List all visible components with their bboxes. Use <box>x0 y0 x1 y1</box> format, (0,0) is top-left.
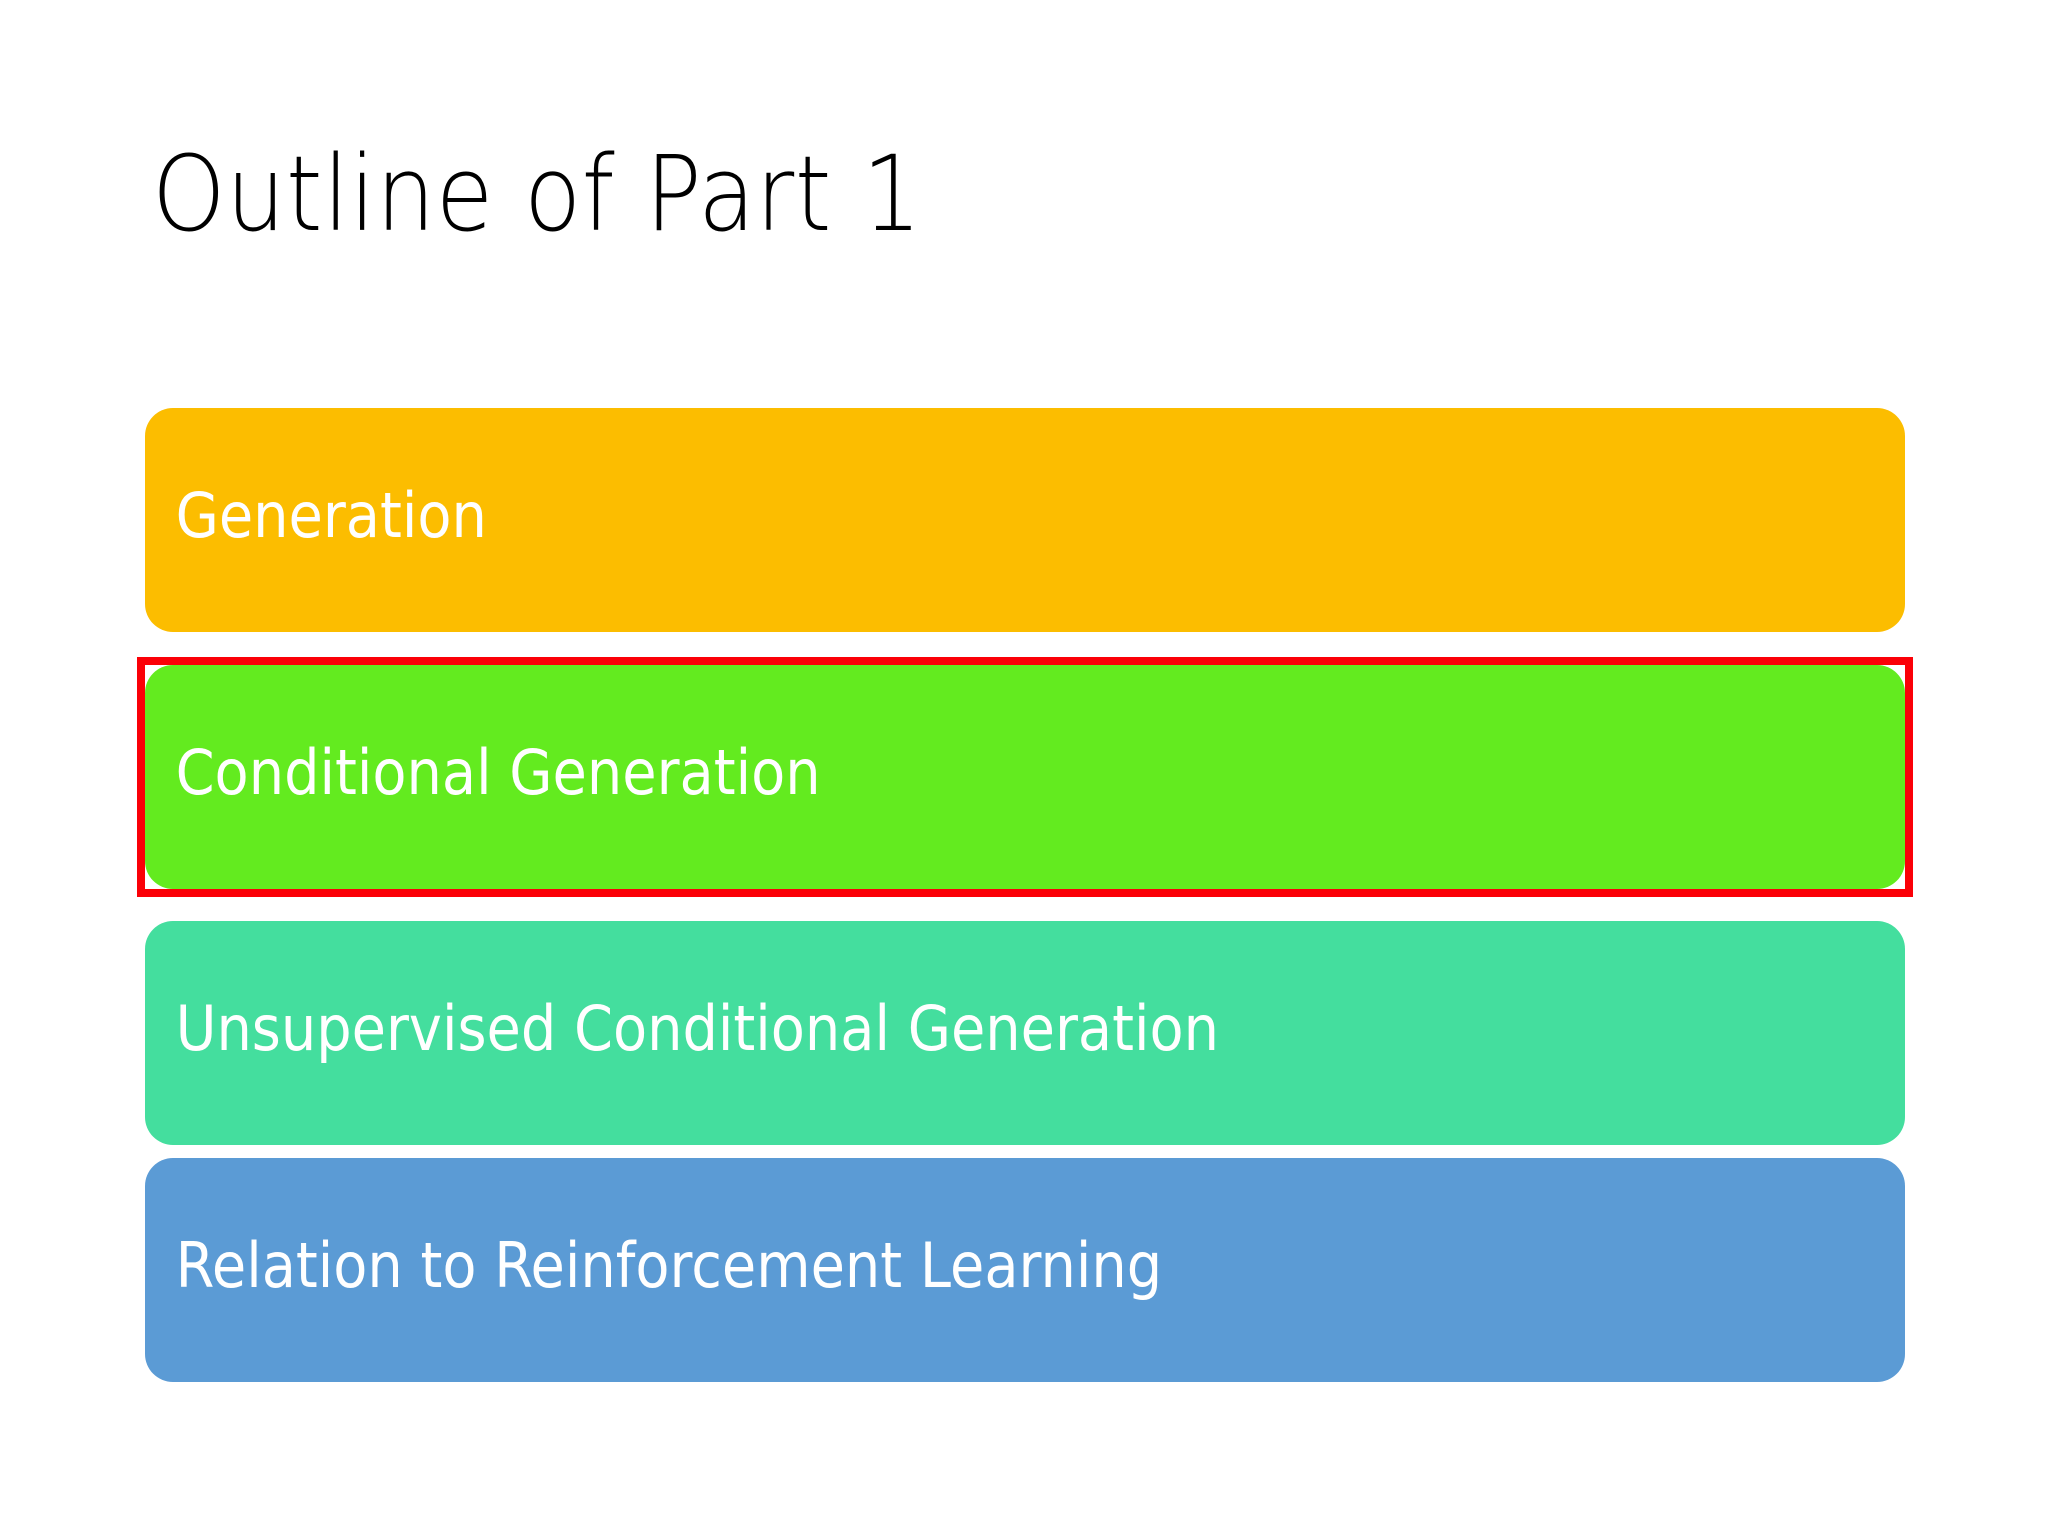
outline-item-unsupervised-conditional-generation[interactable]: Unsupervised Conditional Generation <box>145 921 1905 1145</box>
outline-item-label: Unsupervised Conditional Generation <box>175 992 1220 1065</box>
outline-bar[interactable]: Generation <box>145 408 1905 632</box>
outline-item-relation-to-reinforcement-learning[interactable]: Relation to Reinforcement Learning <box>145 1158 1905 1382</box>
outline-item-label: Conditional Generation <box>175 736 821 809</box>
outline-bar[interactable]: Conditional Generation <box>145 665 1905 889</box>
outline-item-conditional-generation[interactable]: Conditional Generation <box>145 665 1905 889</box>
outline-bar[interactable]: Unsupervised Conditional Generation <box>145 921 1905 1145</box>
outline-item-label: Generation <box>175 479 487 552</box>
outline-item-label: Relation to Reinforcement Learning <box>175 1229 1163 1302</box>
page-title: Outline of Part 1 <box>152 133 923 255</box>
outline-bar[interactable]: Relation to Reinforcement Learning <box>145 1158 1905 1382</box>
outline-item-generation[interactable]: Generation <box>145 408 1905 632</box>
